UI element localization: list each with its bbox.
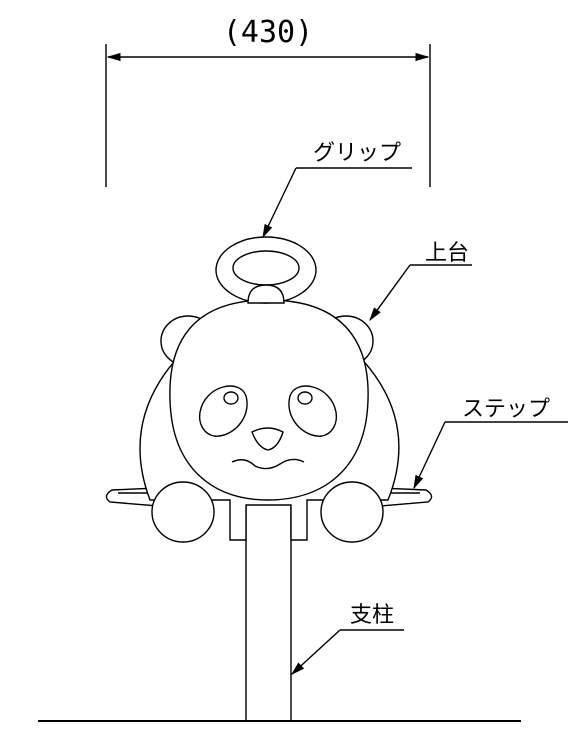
eye-left	[223, 391, 239, 405]
leader-post: 支柱	[290, 603, 404, 675]
paw-left	[151, 481, 215, 543]
grip-base	[247, 284, 285, 304]
eye-right	[297, 391, 313, 405]
grip	[215, 236, 317, 304]
label-grip: グリップ	[313, 141, 401, 166]
paw-right	[320, 481, 384, 543]
dimension-text: (430)	[223, 15, 313, 50]
panda-head	[160, 299, 374, 501]
width-dimension: (430)	[105, 15, 431, 187]
eye-patch-right	[288, 385, 338, 437]
leader-grip: グリップ	[262, 141, 412, 239]
label-top-seat: 上台	[425, 241, 469, 266]
label-step: ステップ	[462, 397, 550, 422]
eye-patch-left	[198, 385, 248, 437]
label-post: 支柱	[350, 603, 394, 628]
mouth	[231, 458, 305, 470]
leader-top-seat: 上台	[369, 241, 472, 322]
leader-step: ステップ	[413, 397, 568, 490]
nose	[251, 427, 284, 451]
post	[245, 505, 292, 721]
